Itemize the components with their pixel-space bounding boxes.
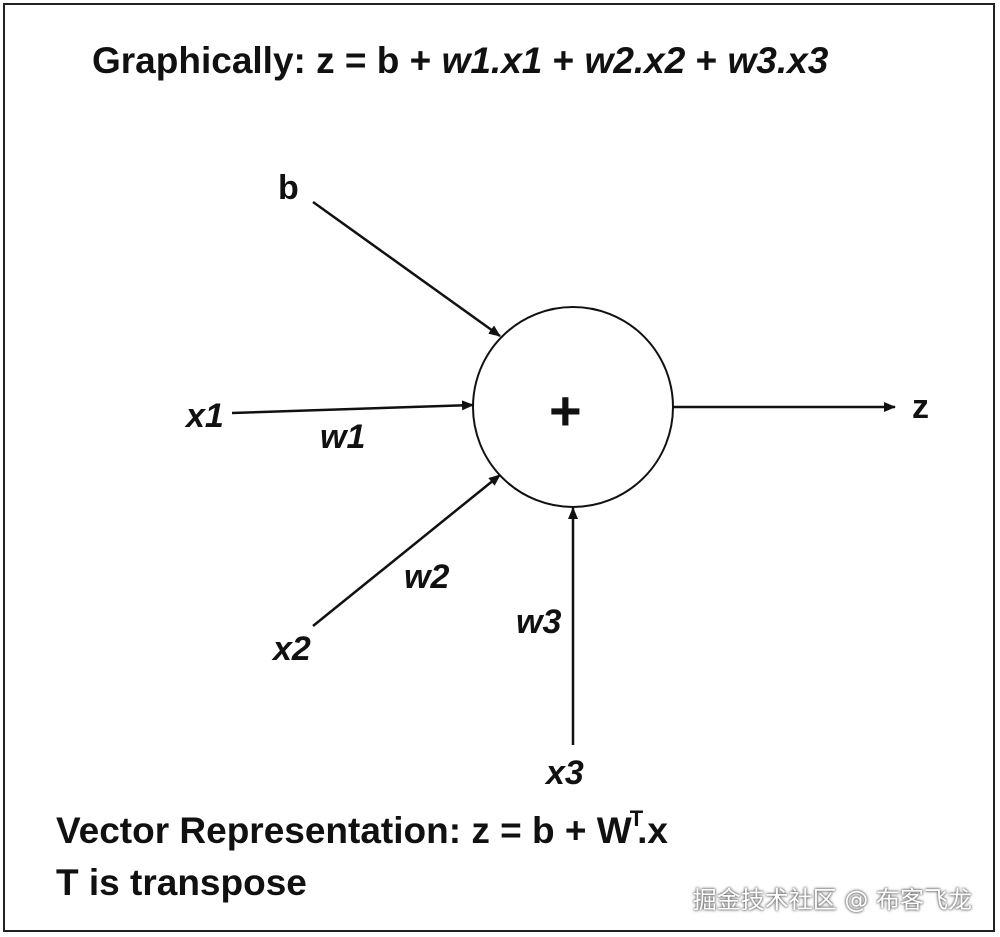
label-w1: w1 — [320, 418, 366, 456]
title-plus2: + — [685, 40, 728, 81]
label-b: b — [278, 169, 299, 207]
label-z: z — [912, 388, 929, 426]
label-x2: x2 — [273, 630, 311, 668]
title-plus1: + — [542, 40, 585, 81]
x1-arrow — [231, 400, 474, 415]
b-arrow — [312, 200, 501, 338]
x2-arrow — [312, 474, 501, 627]
label-w2: w2 — [404, 558, 450, 596]
label-x3: x3 — [546, 754, 584, 792]
title-prefix: Graphically: z = b + — [92, 40, 442, 81]
transpose-note: T is transpose — [56, 862, 307, 903]
vector-prefix: Vector Representation: z = b + W — [56, 810, 632, 851]
vector-transpose-sup: T — [629, 806, 644, 831]
title-term3: w3.x3 — [727, 40, 829, 81]
label-w3: w3 — [516, 603, 562, 641]
vector-suffix: .x — [637, 810, 668, 851]
title-term1: w1.x1 — [441, 40, 543, 81]
vector-representation: Vector Representation: z = b + WT.x — [56, 808, 668, 851]
title-term2: w2.x2 — [584, 40, 686, 81]
plus-symbol: + — [549, 379, 582, 442]
label-x1: x1 — [186, 397, 224, 435]
watermark-text: 掘金技术社区 @ 布客飞龙 — [692, 886, 972, 914]
equation-title: Graphically: z = b + w1.x1 + w2.x2 + w3.… — [92, 40, 828, 82]
